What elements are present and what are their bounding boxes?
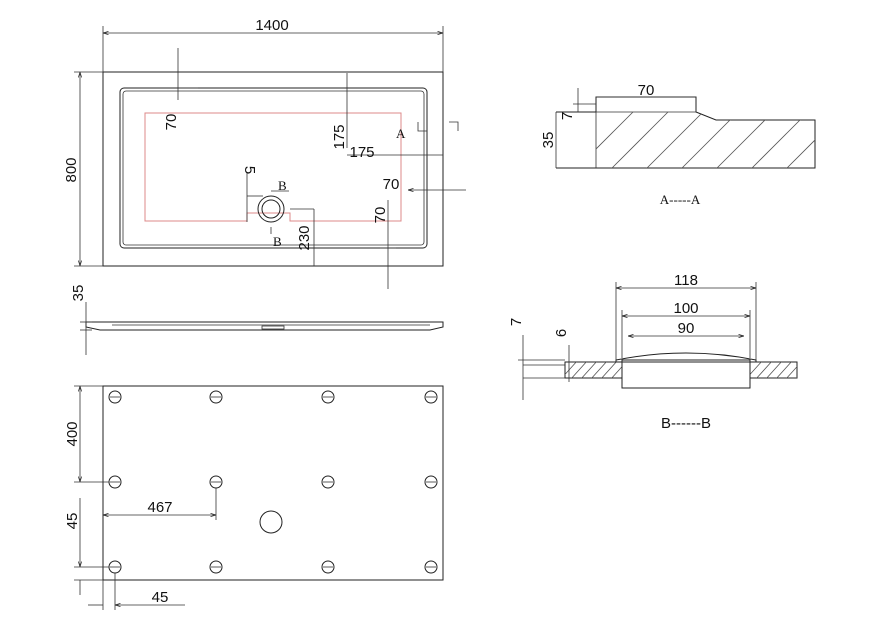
- drain-hole: [259, 510, 283, 534]
- drain-inner: [261, 199, 281, 219]
- dim-a-70: 70: [638, 82, 655, 99]
- section-a-marker: A: [396, 126, 406, 141]
- foot-marks: [110, 396, 436, 568]
- support-foot: [108, 390, 122, 404]
- support-foot: [321, 560, 335, 574]
- support-foot: [424, 560, 438, 574]
- dim-foot-spacing-h: 467: [147, 499, 172, 516]
- tray-inner-rim: [119, 87, 428, 249]
- tray-inner-rim-2: [122, 90, 425, 246]
- dim-drain-bottom: 230: [296, 225, 313, 250]
- section-b-hatch: [565, 362, 797, 378]
- dim-width: 1400: [255, 17, 288, 34]
- dim-b-100: 100: [673, 300, 698, 317]
- dim-b-6: 6: [553, 329, 570, 337]
- dim-small: 5: [241, 166, 258, 174]
- bottom-view: 400 467 45 45: [64, 385, 444, 610]
- section-b-marker-bottom: B: [273, 234, 282, 249]
- dim-height: 800: [63, 157, 80, 182]
- dim-b-7: 7: [508, 318, 525, 326]
- support-foot: [209, 390, 223, 404]
- dim-a-35: 35: [540, 132, 557, 149]
- top-view: 1400 800 70 175 175 A 70 70 230: [63, 17, 466, 289]
- support-feet: [108, 390, 438, 574]
- dim-a-7: 7: [559, 112, 576, 120]
- tray-outline: [102, 71, 444, 267]
- dim-side-offset: 70: [383, 176, 400, 193]
- dim-bottom-offset: 70: [372, 207, 389, 224]
- dim-edge-v: 45: [64, 513, 81, 530]
- section-a-title: A-----A: [660, 192, 701, 207]
- section-a-profile: [556, 96, 816, 169]
- dim-b-118: 118: [674, 272, 698, 289]
- dim-edge-h: 45: [152, 589, 169, 606]
- section-b-b: 118 100 90 7 6 B------B: [508, 272, 798, 432]
- side-view: 35: [70, 285, 444, 355]
- drain-outer: [257, 195, 285, 223]
- bottom-outline: [102, 385, 444, 581]
- section-b-drain-body: [621, 359, 751, 389]
- dim-inner-top: 70: [163, 114, 180, 131]
- section-a-hatch: [596, 112, 815, 168]
- slope-zone: [144, 112, 402, 222]
- dim-side-thickness: 35: [70, 285, 87, 302]
- support-foot: [424, 390, 438, 404]
- dim-b-90: 90: [678, 320, 695, 337]
- support-foot: [209, 560, 223, 574]
- dim-drain-offset-h: 175: [349, 144, 374, 161]
- dim-drain-offset: 175: [331, 124, 348, 149]
- support-foot: [321, 475, 335, 489]
- section-b-drain-cover: [615, 352, 757, 363]
- support-foot: [321, 390, 335, 404]
- section-a-a: 70 7 35 A-----A: [540, 82, 816, 207]
- section-b-title: B------B: [661, 415, 711, 432]
- dim-foot-spacing-v: 400: [64, 421, 81, 446]
- section-b-marker-top: B: [278, 178, 287, 193]
- support-foot: [424, 475, 438, 489]
